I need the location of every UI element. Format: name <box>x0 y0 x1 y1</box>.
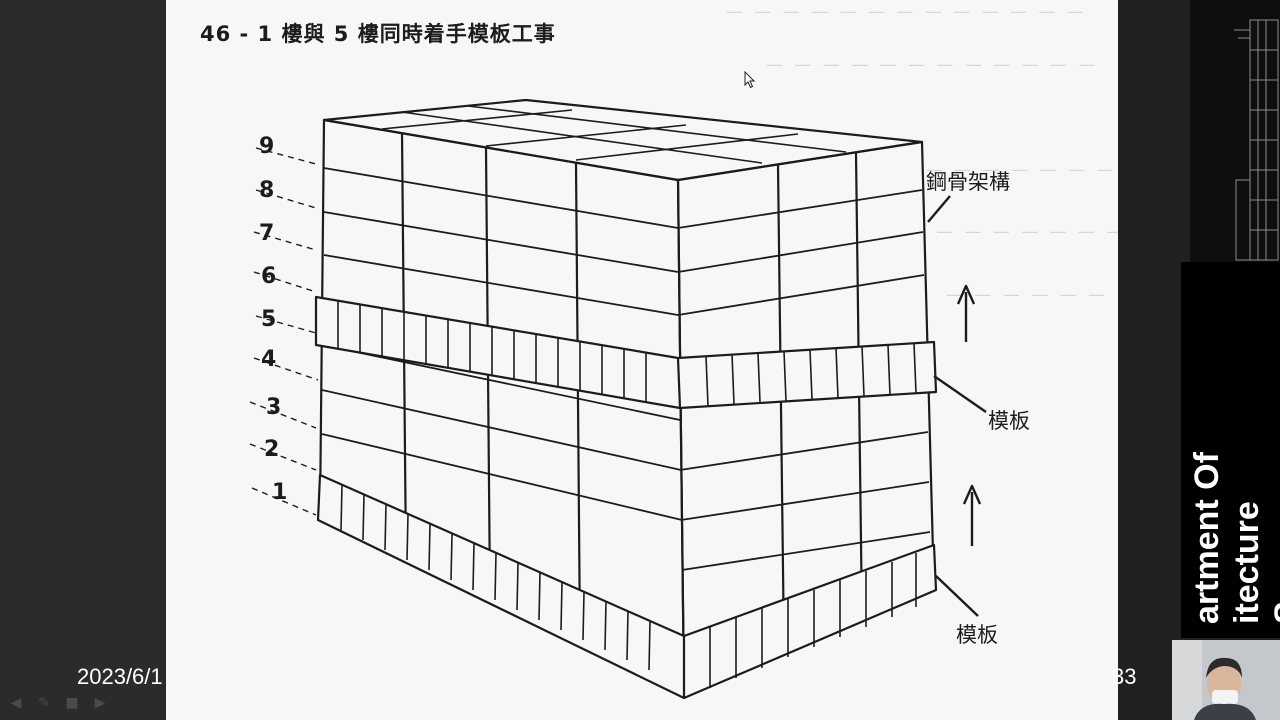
floor-label-1: 1 <box>272 480 287 505</box>
floor-label-9: 9 <box>259 134 274 159</box>
floor-label-4: 4 <box>261 347 276 372</box>
bleed-through-text: — — — — — — — — — — — — <box>766 55 1099 75</box>
mouse-cursor-icon <box>744 71 756 89</box>
building-thumbnail <box>1190 0 1280 262</box>
left-presenter-band <box>0 0 166 720</box>
floor-label-7: 7 <box>259 221 274 246</box>
pen-icon[interactable]: ✎ <box>38 695 50 711</box>
floor-label-2: 2 <box>264 437 279 462</box>
slide-date: 2023/6/1 <box>77 664 163 689</box>
slide-page-number: 33 <box>1112 664 1137 689</box>
formwork-lower-label: 模板 <box>956 623 998 647</box>
slide-title: 46 - 1 樓與 5 樓同時着手模板工事 <box>200 22 556 46</box>
slideshow-toolbar: ◀ ✎ ■ ▶ <box>6 694 110 712</box>
screen-icon[interactable]: ■ <box>65 695 79 711</box>
floor-label-8: 8 <box>259 178 274 203</box>
presenter-webcam <box>1172 640 1280 720</box>
banner-text: artment Of itecture S <box>1188 452 1280 624</box>
floor-label-3: 3 <box>266 395 281 420</box>
bleed-through-text: — — — — — — <box>946 285 1109 305</box>
bleed-through-text: — — — — — — — <box>936 222 1118 242</box>
slide-canvas: — — — — — — — — — — — — — — — — — — — — … <box>166 0 1118 720</box>
floor-label-5: 5 <box>261 307 276 332</box>
building-formwork-drawing: 9 8 7 6 5 4 3 2 1 鋼骨架構 模板 模板 <box>249 98 1030 700</box>
bleed-through-text: — — — — — — — — — — — — — <box>726 2 1087 22</box>
floor-label-6: 6 <box>261 264 276 289</box>
next-arrow-icon[interactable]: ▶ <box>94 695 106 711</box>
bleed-through-text: — — — — — — — <box>926 160 1117 180</box>
formwork-upper-label: 模板 <box>988 409 1030 433</box>
prev-arrow-icon[interactable]: ◀ <box>10 695 22 711</box>
department-banner: artment Of itecture S <box>1181 262 1280 638</box>
steel-frame-label: 鋼骨架構 <box>926 170 1010 194</box>
